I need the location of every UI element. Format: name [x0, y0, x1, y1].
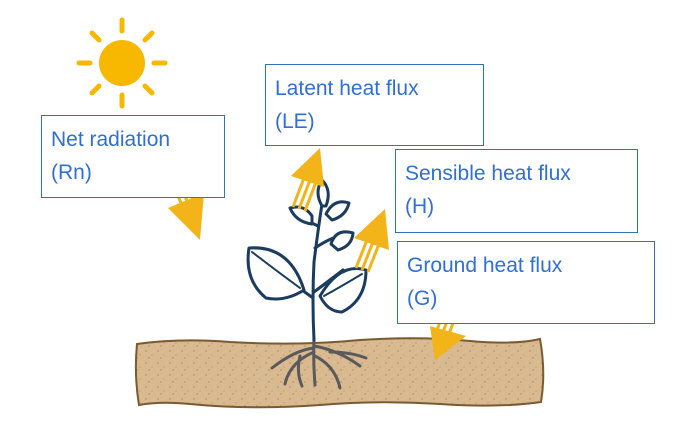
- latent-heat-symbol: (LE): [275, 110, 315, 133]
- root-system: [270, 336, 368, 390]
- sensible-heat-name: Sensible heat flux: [405, 162, 571, 185]
- sensible-heat-label-box: Sensible heat flux (H): [395, 149, 638, 233]
- net-radiation-symbol: (Rn): [51, 161, 92, 184]
- ground-heat-symbol: (G): [407, 287, 438, 310]
- sun-icon: [76, 17, 168, 109]
- ground-heat-label-box: Ground heat flux (G): [397, 241, 655, 324]
- net-radiation-label-box: Net radiation (Rn): [41, 115, 225, 198]
- soil-block: [134, 337, 545, 409]
- arrow-sensible-heat: [354, 209, 389, 273]
- latent-heat-label-box: Latent heat flux (LE): [265, 64, 484, 146]
- ground-heat-name: Ground heat flux: [407, 254, 563, 277]
- arrow-latent-heat: [291, 148, 324, 212]
- sensible-heat-symbol: (H): [405, 195, 435, 218]
- net-radiation-name: Net radiation: [51, 128, 171, 151]
- plant-icon: [246, 178, 368, 342]
- latent-heat-name: Latent heat flux: [275, 77, 419, 100]
